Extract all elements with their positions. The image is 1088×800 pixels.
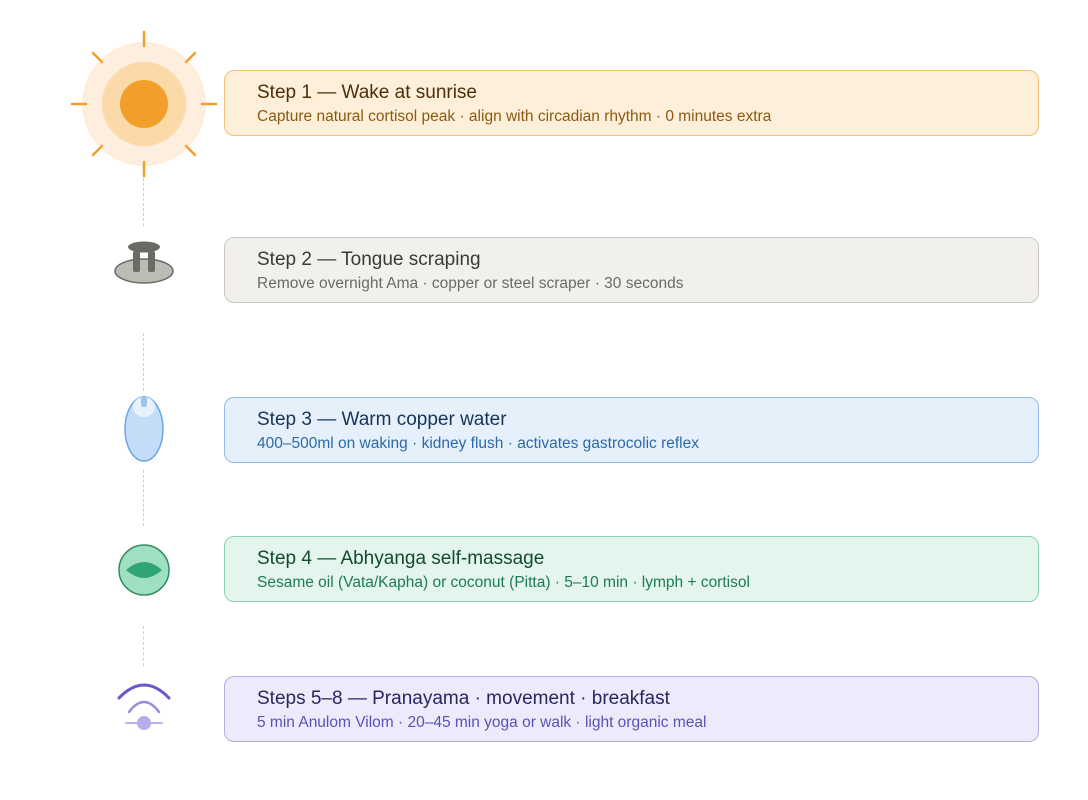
- breath-wave-icon: [114, 674, 174, 734]
- step-card-pranayama-movement-breakfast: Steps 5–8 — Pranayama · movement · break…: [224, 676, 1039, 742]
- timeline-connector: [143, 333, 144, 391]
- step-title: Step 4 — Abhyanga self-massage: [257, 548, 545, 569]
- step-card-abhyanga-self-massage: Step 4 — Abhyanga self-massage Sesame oi…: [224, 536, 1039, 602]
- step-detail: 5 min Anulom Vilom · 20–45 min yoga or w…: [257, 714, 707, 731]
- step-detail: 400–500ml on waking · kidney flush · act…: [257, 435, 699, 452]
- step-card-wake-at-sunrise: Step 1 — Wake at sunrise Capture natural…: [224, 70, 1039, 136]
- step-detail: Sesame oil (Vata/Kapha) or coconut (Pitt…: [257, 574, 750, 591]
- step-detail: Remove overnight Ama · copper or steel s…: [257, 275, 684, 292]
- tongue-scraper-icon: [112, 238, 176, 288]
- step-title: Steps 5–8 — Pranayama · movement · break…: [257, 688, 670, 709]
- step-detail: Capture natural cortisol peak · align wi…: [257, 108, 772, 125]
- sun-icon: [70, 30, 218, 178]
- step-title: Step 3 — Warm copper water: [257, 409, 507, 430]
- leaf-icon: [116, 542, 172, 598]
- timeline-connector: [143, 626, 144, 666]
- step-title: Step 2 — Tongue scraping: [257, 249, 481, 270]
- timeline-connector: [143, 470, 144, 526]
- timeline-connector: [143, 168, 144, 226]
- step-card-warm-copper-water: Step 3 — Warm copper water 400–500ml on …: [224, 397, 1039, 463]
- water-drop-icon: [122, 394, 166, 464]
- step-title: Step 1 — Wake at sunrise: [257, 82, 478, 103]
- step-card-tongue-scraping: Step 2 — Tongue scraping Remove overnigh…: [224, 237, 1039, 303]
